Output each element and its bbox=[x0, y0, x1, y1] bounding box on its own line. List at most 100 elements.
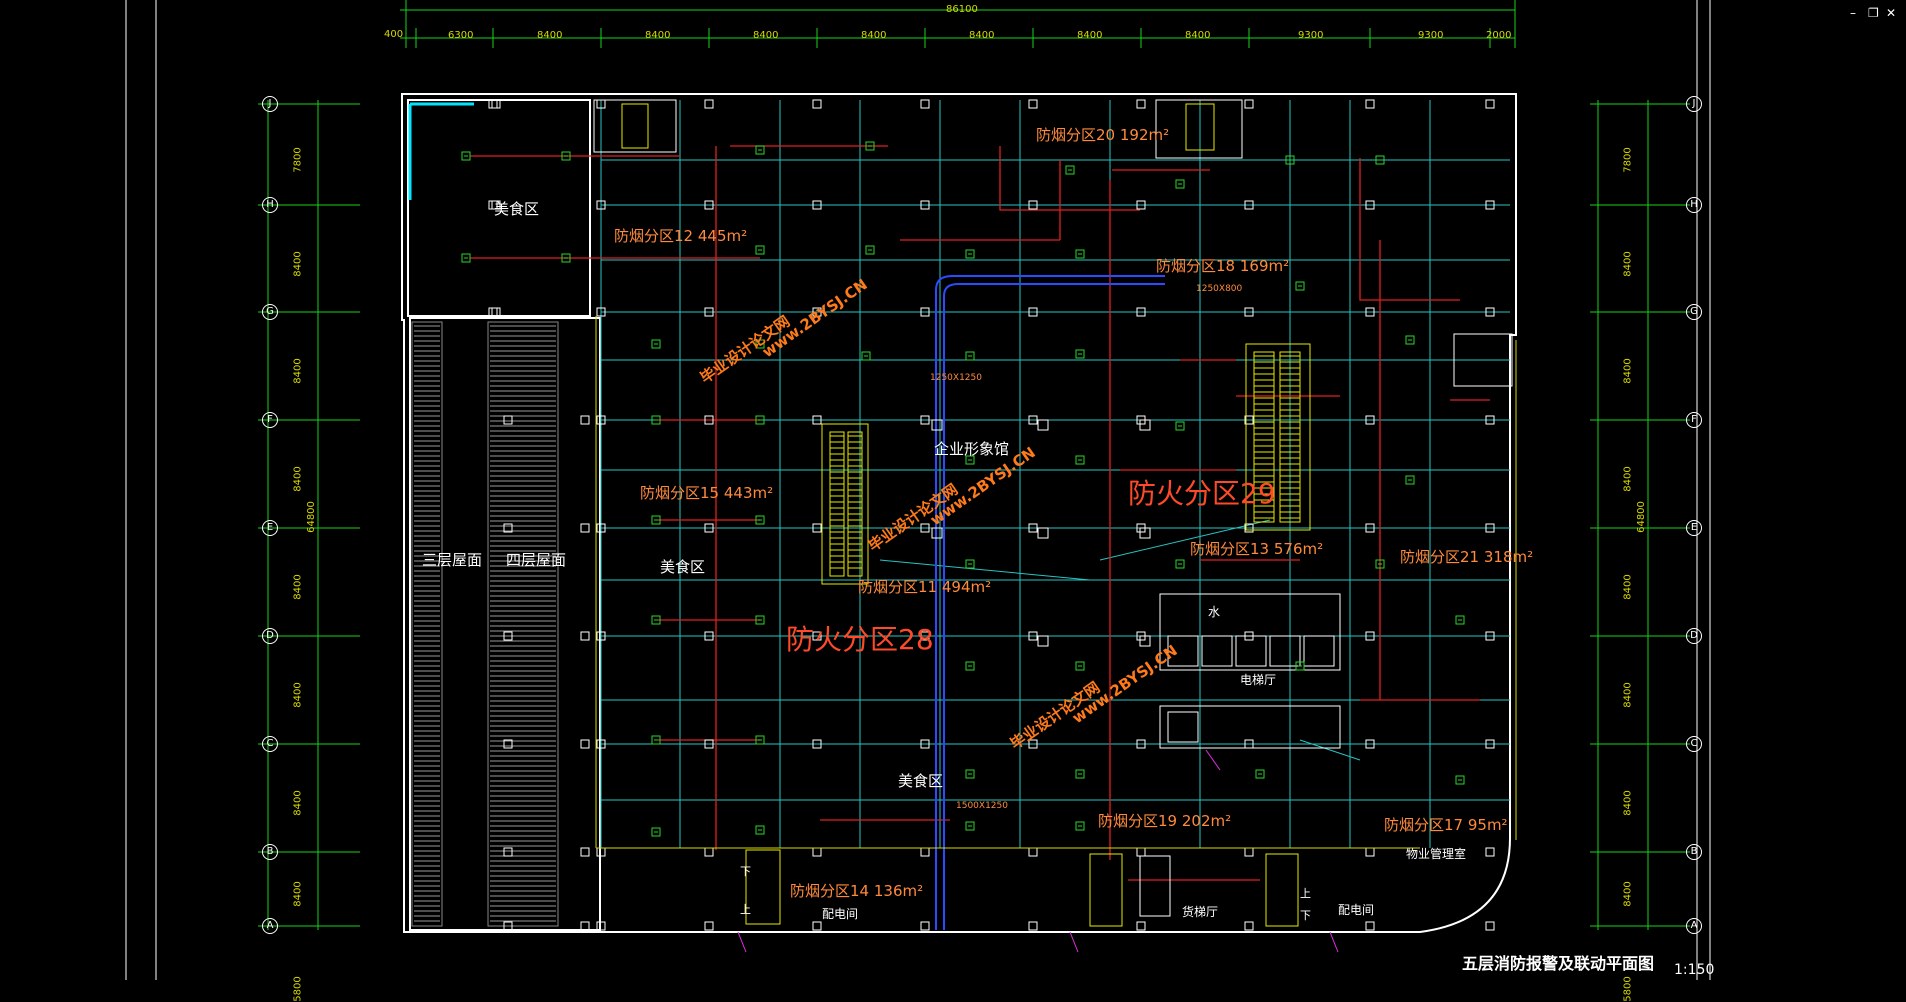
dim-top-1: 6300 bbox=[448, 30, 474, 41]
column bbox=[704, 99, 714, 109]
dim-top-4: 8400 bbox=[753, 30, 779, 41]
column bbox=[1365, 631, 1375, 641]
column bbox=[920, 307, 930, 317]
column bbox=[596, 523, 606, 533]
alarm-device bbox=[965, 559, 975, 569]
room-roof-3: 三层屋面 bbox=[422, 551, 483, 569]
stair-up-2: 上 bbox=[1300, 887, 1311, 900]
close-icon[interactable]: ✕ bbox=[1886, 6, 1897, 20]
column bbox=[1028, 415, 1038, 425]
room-food-top-left: 美食区 bbox=[494, 200, 540, 218]
alarm-device bbox=[651, 615, 661, 625]
column bbox=[1485, 415, 1495, 425]
alarm-device bbox=[755, 245, 765, 255]
column bbox=[580, 847, 590, 857]
alarm-device bbox=[1455, 775, 1465, 785]
alarm-device bbox=[755, 145, 765, 155]
column bbox=[596, 739, 606, 749]
alarm-device bbox=[1075, 455, 1085, 465]
elevator-core bbox=[1139, 593, 1341, 917]
alarm-device bbox=[1075, 769, 1085, 779]
stair-up-1: 上 bbox=[740, 903, 751, 916]
column bbox=[1485, 631, 1495, 641]
column bbox=[503, 631, 513, 641]
alarm-device bbox=[1285, 155, 1295, 165]
side-dim-label: 8400 bbox=[292, 250, 304, 277]
column bbox=[1365, 200, 1375, 210]
side-total-dim-label: 64800 bbox=[1635, 501, 1647, 533]
alarm-device bbox=[1065, 165, 1075, 175]
minimize-icon[interactable]: – bbox=[1850, 6, 1856, 20]
alarm-device bbox=[1075, 661, 1085, 671]
column bbox=[1028, 847, 1038, 857]
column bbox=[503, 847, 513, 857]
column bbox=[920, 631, 930, 641]
column bbox=[1136, 200, 1146, 210]
alarm-device bbox=[865, 141, 875, 151]
axis-bubble-G: G bbox=[262, 304, 278, 320]
column bbox=[491, 307, 501, 317]
alarm-device bbox=[965, 351, 975, 361]
alarm-device bbox=[1255, 769, 1265, 779]
smoke-detector-square bbox=[931, 527, 943, 539]
side-dim-label: 8400 bbox=[292, 682, 304, 708]
smoke-detector-square bbox=[931, 419, 943, 431]
column bbox=[1136, 307, 1146, 317]
axis-bubble-D: D bbox=[1686, 628, 1702, 644]
column bbox=[596, 200, 606, 210]
side-dim-label: 8400 bbox=[1622, 250, 1634, 277]
axis-bubble-F: F bbox=[262, 412, 278, 428]
alarm-device bbox=[1405, 335, 1415, 345]
side-dim-label: 7800 bbox=[1622, 146, 1634, 173]
alarm-device bbox=[1295, 661, 1305, 671]
dim-top-9: 9300 bbox=[1298, 30, 1324, 41]
duct-label-1: 1250X800 bbox=[1196, 284, 1243, 294]
column bbox=[488, 99, 498, 109]
column bbox=[1028, 523, 1038, 533]
smoke-detector-square bbox=[1037, 527, 1049, 539]
smoke-zone-11: 防烟分区11 494m² bbox=[858, 578, 992, 596]
column bbox=[704, 415, 714, 425]
smoke-detector-square bbox=[1139, 527, 1151, 539]
column bbox=[1136, 99, 1146, 109]
alarm-device bbox=[965, 455, 975, 465]
side-dimension-lines bbox=[258, 100, 1690, 930]
smoke-zone-20: 防烟分区20 192m² bbox=[1036, 126, 1170, 144]
axis-bubble-C: C bbox=[262, 736, 278, 752]
drawing-title: 五层消防报警及联动平面图 bbox=[1462, 954, 1655, 973]
column bbox=[1365, 921, 1375, 931]
alarm-device bbox=[755, 735, 765, 745]
smoke-detector-square bbox=[1139, 635, 1151, 647]
smoke-zone-14: 防烟分区14 136m² bbox=[790, 882, 924, 900]
axis-bubble-H: H bbox=[262, 197, 278, 213]
room-gallery: 企业形象馆 bbox=[934, 440, 1010, 458]
stairs bbox=[593, 99, 1513, 927]
zone-boundaries bbox=[595, 316, 1517, 849]
dim-top-left-edge: 400 bbox=[384, 29, 404, 40]
alarm-device bbox=[461, 151, 471, 161]
column bbox=[1028, 307, 1038, 317]
restore-icon[interactable]: ❐ bbox=[1868, 6, 1879, 20]
alarm-device bbox=[755, 415, 765, 425]
alarm-device bbox=[651, 735, 661, 745]
column bbox=[920, 847, 930, 857]
alarm-device bbox=[865, 245, 875, 255]
column bbox=[812, 99, 822, 109]
column bbox=[704, 523, 714, 533]
side-dim-label: 8400 bbox=[1622, 466, 1634, 492]
roof-hatch bbox=[411, 321, 559, 927]
smoke-zone-17: 防烟分区17 95m² bbox=[1384, 816, 1508, 834]
dim-top-8: 8400 bbox=[1185, 30, 1211, 41]
stair-down-1: 下 bbox=[740, 865, 751, 878]
floor-plan-drawing: 6300 8400 8400 8400 8400 8400 8400 8400 … bbox=[125, 0, 1897, 1002]
smoke-zone-19: 防烟分区19 202m² bbox=[1098, 812, 1232, 830]
column bbox=[1365, 415, 1375, 425]
column bbox=[1485, 847, 1495, 857]
alarm-device bbox=[461, 253, 471, 263]
ceiling-grid bbox=[600, 100, 1510, 848]
column bbox=[920, 200, 930, 210]
column bbox=[503, 739, 513, 749]
ceiling-grid-line bbox=[1099, 519, 1271, 561]
axis-bubble-H: H bbox=[1686, 197, 1702, 213]
column bbox=[920, 739, 930, 749]
